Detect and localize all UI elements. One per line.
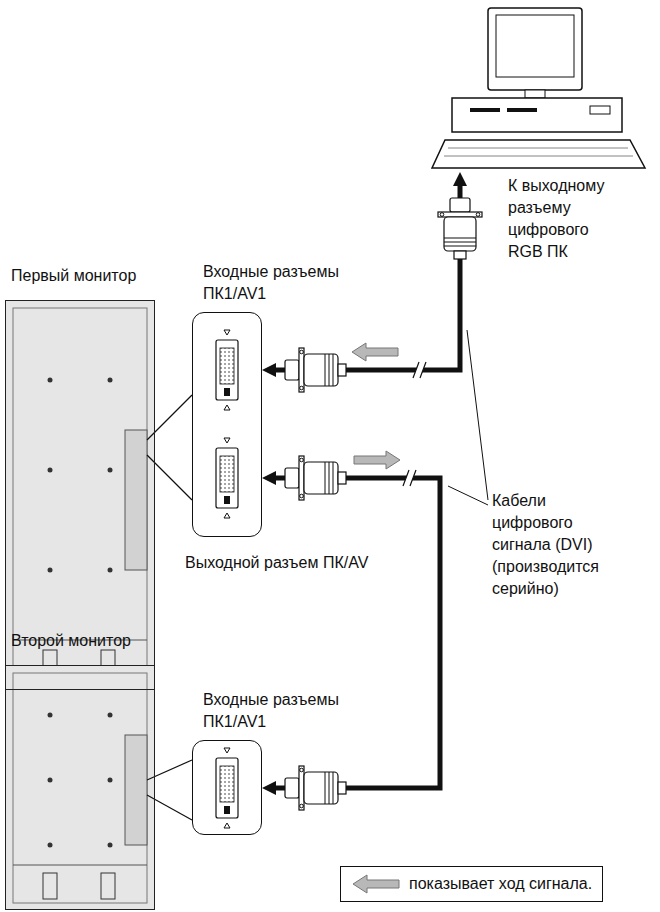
callout-line [147,395,192,440]
monitor-illustration [6,301,154,689]
computer-illustration [432,140,645,168]
cable-break [403,470,416,486]
leader-line [448,486,488,505]
cable-break [403,470,416,486]
dvi-plug [438,198,482,259]
monitor-illustration [125,735,147,845]
callout-line [147,795,192,820]
dvi-plug [285,348,346,392]
monitor-illustration [48,468,53,473]
cable-label: Кабели цифрового сигнала (DVI) (производ… [492,490,622,600]
signal-arrow [352,343,400,469]
dvi-cable [276,478,440,788]
legend-arrow [351,874,401,894]
computer-illustration [507,108,537,112]
computer-illustration [488,8,582,90]
dvi-receptacle [216,438,238,518]
monitor-illustration [6,666,154,909]
node-heading: Входные разъемы ПК1/AV1 [203,261,343,305]
connector-panel: Входные разъемы ПК1/AV1Выходной разъем П… [192,312,262,537]
callout-line [147,395,192,820]
monitor-illustration [48,713,53,718]
monitor-illustration [6,301,154,689]
cable-break [413,362,426,378]
dvi-receptacle [216,748,238,828]
monitor-illustration [13,308,147,682]
dvi-plug [285,766,346,810]
monitor-illustration [108,778,113,783]
monitor-illustration [13,673,147,903]
dvi-plug [285,198,482,810]
cable-break [403,362,426,486]
node-caption: Выходной разъем ПК/AV [185,552,368,574]
monitor-illustration [48,778,53,783]
monitor-illustration [101,873,115,899]
node-heading: К выходному разъему цифрового RGB ПК [508,175,620,263]
monitor-illustration [13,865,147,866]
computer-illustration [444,148,633,156]
computer-illustration [525,90,545,98]
signal-arrow [354,451,400,469]
monitor: Второй монитор [5,665,155,910]
cable-break [413,362,426,378]
legend-entry: показывает ход сигнала. [340,866,603,902]
callout-line [147,760,192,780]
monitor-illustration [108,568,113,573]
computer-illustration [432,8,645,168]
leader-line [467,330,488,500]
monitor-illustration [48,378,53,383]
monitor-illustration [108,843,113,848]
leader-line [448,330,488,505]
signal-arrow [352,343,398,361]
monitor-illustration [48,843,53,848]
computer: К выходному разъему цифрового RGB ПК [440,5,645,172]
node-heading: Входные разъемы ПК1/AV1 [203,689,343,733]
monitor-illustration [108,468,113,473]
legend-arrow [353,875,399,893]
computer-illustration [496,15,574,77]
callout-line [147,455,192,500]
monitor-illustration [43,873,57,899]
monitor-illustration [125,430,147,570]
connector-panel: Входные разъемы ПК1/AV1 [192,740,262,835]
dvi-receptacle [216,330,238,828]
monitor: Первый монитор [5,300,155,690]
legend-text: показывает ход сигнала. [409,873,592,895]
node-heading: Первый монитор [11,265,136,287]
dvi-plug [285,456,346,500]
monitor-illustration [48,568,53,573]
monitor-illustration [108,378,113,383]
monitor-illustration [108,713,113,718]
node-heading: Второй монитор [11,630,131,652]
dvi-receptacle [216,330,238,410]
computer-illustration [452,98,622,132]
computer-illustration [590,106,610,114]
computer-illustration [470,108,500,112]
monitor-illustration [6,666,154,909]
